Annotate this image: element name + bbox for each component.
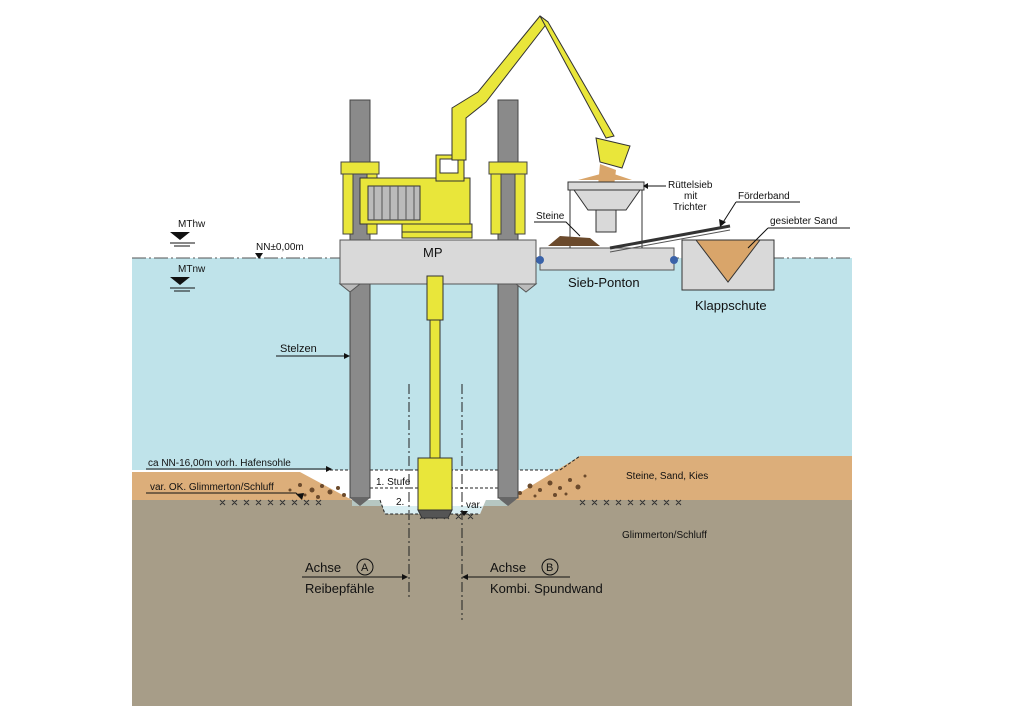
spud-guide-right (488, 161, 528, 235)
stones-pile (548, 236, 600, 246)
vibrating-screen-label-1: Rüttelsieb (668, 180, 713, 191)
water-body (132, 258, 852, 470)
gravel-layer-label: Steine, Sand, Kies (626, 471, 708, 482)
screening-pontoon (539, 247, 675, 271)
clay-top-label: var. OK. Glimmerton/Schluff (150, 482, 274, 493)
stones-leader (534, 221, 581, 237)
gravel-pebbles (288, 474, 587, 499)
conveyor-label: Förderband (738, 191, 790, 202)
dredge-grab-arm (417, 275, 453, 519)
main-pontoon-label: MP (423, 245, 443, 260)
sand-on-screen (578, 172, 632, 180)
excavator (359, 15, 631, 239)
screening-pontoon-label: Sieb-Ponton (568, 275, 640, 290)
spud-legs-label: Stelzen (280, 343, 317, 355)
nn-zero-marker (255, 253, 263, 259)
spud-leg-left (349, 99, 371, 499)
coupling-left (536, 256, 544, 264)
stones-label: Steine (536, 211, 565, 222)
axis-a-letter: A (361, 562, 369, 574)
clay-silt-layer (132, 500, 852, 706)
friction-piles-label: Reibepfähle (305, 581, 374, 596)
axis-b-letter: B (546, 562, 553, 574)
vibrating-screen-hopper (567, 181, 645, 248)
mthw-label: MThw (178, 219, 206, 230)
axis-b-circle (541, 558, 559, 576)
nn-zero-label: NN±0,00m (256, 242, 304, 253)
conveyor-belt (609, 224, 731, 250)
hopper-barge-label: Klappschute (695, 298, 767, 313)
step-2-label: 2. (396, 497, 404, 508)
spud-leg-right (497, 99, 519, 499)
hopper-barge (681, 239, 775, 291)
axis-b-word: Achse (490, 560, 526, 575)
spud-tip-right (498, 498, 518, 506)
harbour-bed-label: ca NN-16,00m vorh. Hafensohle (148, 458, 291, 469)
step-1-label: 1. Stufe (376, 477, 411, 488)
mthw-marker (170, 232, 195, 247)
mtnw-marker (170, 277, 195, 292)
screened-sand-label: gesiebter Sand (770, 216, 837, 227)
mtnw-label: MTnw (178, 264, 206, 275)
coupling-right (670, 256, 678, 264)
conveyor-leader (721, 201, 800, 225)
clay-layer-label: Glimmerton/Schluff (622, 530, 707, 541)
vibrating-screen-label-3: Trichter (673, 202, 707, 213)
screened-sand-leader (747, 227, 850, 249)
axis-a-circle (356, 558, 374, 576)
var-label: var. (466, 500, 482, 511)
vibrating-screen-label-2: mit (684, 191, 698, 202)
spud-tip-left (350, 498, 370, 506)
axis-a-word: Achse (305, 560, 341, 575)
sheet-pile-wall-label: Kombi. Spundwand (490, 581, 603, 596)
